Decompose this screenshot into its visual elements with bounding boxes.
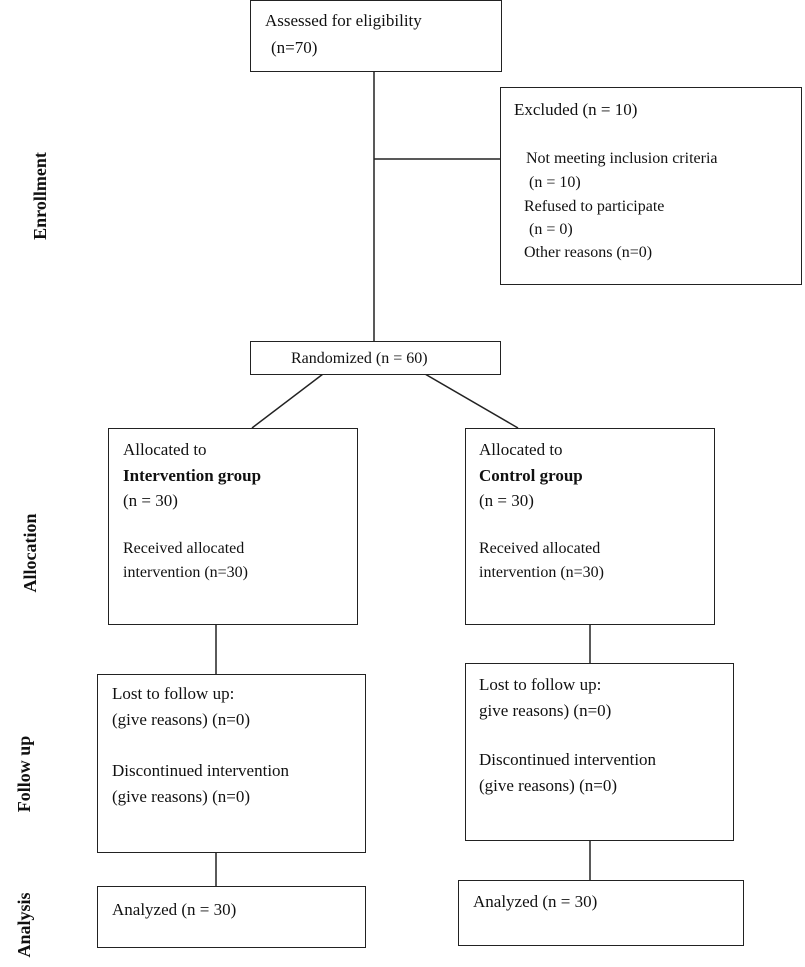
stage-enrollment: Enrollment [30, 152, 50, 240]
intervention-count: (n = 30) [123, 491, 178, 510]
intervention-discontinued-line1: Discontinued intervention [112, 761, 290, 780]
intervention-analyzed: Analyzed (n = 30) [112, 900, 237, 919]
stage-allocation: Allocation [20, 513, 40, 593]
control-count: (n = 30) [479, 491, 534, 510]
control-analyzed: Analyzed (n = 30) [473, 892, 598, 911]
control-group-label: Control group [479, 466, 583, 485]
control-received-line1: Received allocated [479, 540, 601, 557]
allocated-to-label: Allocated to [479, 440, 563, 459]
control-discontinued-line2: (give reasons) (n=0) [479, 776, 617, 795]
intervention-analysis-box: Analyzed (n = 30) [97, 886, 366, 948]
assessed-box: Assessed for eligibility (n=70) [250, 0, 502, 72]
excluded-reason: Refused to participate [524, 198, 665, 215]
control-discontinued-line1: Discontinued intervention [479, 750, 657, 769]
randomized-label: Randomized (n = 60) [291, 350, 428, 367]
control-follow-up-box: Lost to follow up: give reasons) (n=0) D… [465, 663, 734, 841]
excluded-reason: (n = 0) [529, 221, 573, 238]
intervention-group-label: Intervention group [123, 466, 262, 485]
intervention-allocation-box: Allocated to Intervention group (n = 30)… [108, 428, 358, 625]
excluded-reason: Not meeting inclusion criteria [526, 150, 718, 167]
randomized-box: Randomized (n = 60) [250, 341, 501, 375]
intervention-lost-line2: (give reasons) (n=0) [112, 710, 250, 729]
intervention-lost-line1: Lost to follow up: [112, 684, 235, 703]
stage-analysis: Analysis [14, 892, 34, 958]
intervention-follow-up-box: Lost to follow up: (give reasons) (n=0) … [97, 674, 366, 853]
line-randomized-to-intervention [251, 373, 324, 429]
excluded-reason: Other reasons (n=0) [524, 244, 653, 261]
control-allocation-box: Allocated to Control group (n = 30) Rece… [465, 428, 715, 625]
intervention-discontinued-line2: (give reasons) (n=0) [112, 787, 250, 806]
line-randomized-to-control [424, 373, 519, 429]
excluded-title: Excluded (n = 10) [514, 100, 638, 119]
intervention-received-line2: intervention (n=30) [123, 564, 248, 581]
excluded-reason: (n = 10) [529, 174, 581, 191]
allocated-to-label: Allocated to [123, 440, 207, 459]
control-lost-line1: Lost to follow up: [479, 675, 602, 694]
assessed-line1: Assessed for eligibility [265, 11, 422, 30]
control-received-line2: intervention (n=30) [479, 564, 604, 581]
control-lost-line2: give reasons) (n=0) [479, 701, 612, 720]
stage-follow-up: Follow up [14, 735, 34, 813]
excluded-box: Excluded (n = 10) Not meeting inclusion … [500, 87, 802, 285]
control-analysis-box: Analyzed (n = 30) [458, 880, 744, 946]
assessed-line2: (n=70) [271, 38, 318, 57]
intervention-received-line1: Received allocated [123, 540, 245, 557]
